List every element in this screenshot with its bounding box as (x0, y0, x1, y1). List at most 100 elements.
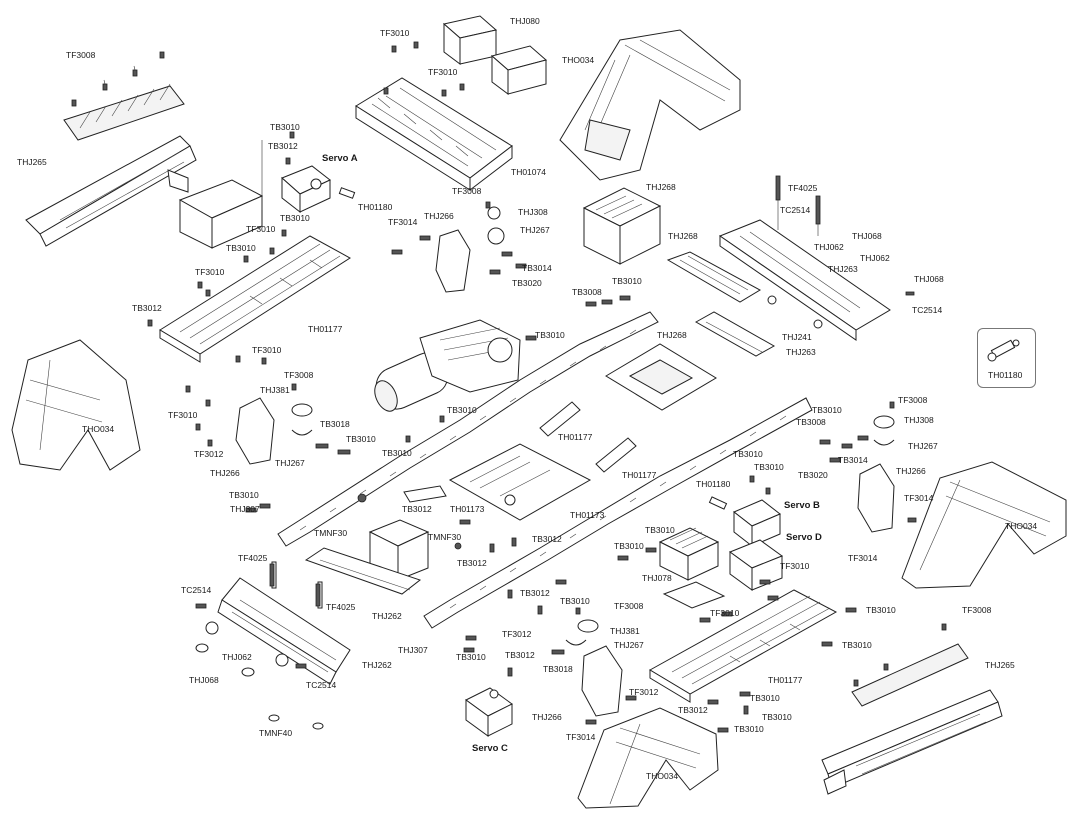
skid-plate-th01177-right (649, 589, 838, 703)
cross-member-th01177-a (539, 401, 581, 437)
part-label-thj267-d: THJ267 (614, 640, 644, 650)
part-label-tb3020-b: TB3020 (798, 470, 828, 480)
part-label-tb3010-o: TB3010 (560, 596, 590, 606)
part-label-tb3010-i: TB3010 (382, 448, 412, 458)
part-label-thj062-b: THJ062 (860, 253, 890, 263)
part-label-tb3010-q: TB3010 (842, 640, 872, 650)
part-label-tb3012-b: TB3012 (132, 303, 162, 313)
part-label-thj381-b: THJ381 (610, 626, 640, 636)
part-label-thj268-c: THJ268 (657, 330, 687, 340)
part-label-tf3010-c: TF3010 (246, 224, 276, 234)
bumper-thj263 (718, 190, 891, 341)
part-label-th01173-b: TH01173 (570, 510, 605, 520)
part-label-tf3014-c: TF3014 (848, 553, 878, 563)
part-label-thj241: THJ241 (782, 332, 812, 342)
part-label-thj265-b: THJ265 (985, 660, 1015, 670)
part-label-tb3012-a: TB3012 (268, 141, 298, 151)
part-label-servo-b: Servo B (784, 500, 820, 511)
part-label-tf3014-b: TF3014 (904, 493, 934, 503)
part-label-thj267-b: THJ267 (275, 458, 305, 468)
part-label-tb3008-b: TB3008 (796, 417, 826, 427)
part-label-tb3010-u: TB3010 (734, 724, 764, 734)
fuse-th01180 (708, 496, 728, 510)
part-label-thj080: THJ080 (510, 16, 540, 26)
part-label-tf3012-b: TF3012 (502, 629, 532, 639)
part-label-tho034-a: THO034 (562, 55, 595, 65)
chassis-rail-left (277, 311, 659, 547)
part-label-thj263-a: THJ263 (828, 264, 858, 274)
part-label-thj062-c: THJ062 (222, 652, 252, 662)
part-label-thj266-c: THJ266 (896, 466, 926, 476)
part-label-tf3008-c: TF3008 (284, 370, 314, 380)
part-label-thj062-a: THJ062 (814, 242, 844, 252)
part-label-tb3008-a: TB3008 (572, 287, 602, 297)
battery-tray-th01074 (355, 77, 513, 192)
part-label-servo-c: Servo C (472, 743, 508, 754)
part-label-thj263-b: THJ263 (786, 347, 816, 357)
electronics-box-thj268 (582, 187, 662, 265)
part-label-th01177-a: TH01177 (308, 324, 343, 334)
part-label-tf3012-a: TF3012 (194, 449, 224, 459)
part-label-tf4025-c: TF4025 (326, 602, 356, 612)
bumper-mount-thj262-top (304, 547, 422, 595)
part-label-thj262-b: THJ262 (362, 660, 392, 670)
part-label-tf4025-a: TF4025 (788, 183, 818, 193)
bumper-mount-thj263 (694, 311, 776, 357)
part-label-tb3014-a: TB3014 (522, 263, 552, 273)
part-label-tf3010-f: TF3010 (168, 410, 198, 420)
part-label-tb3010-p: TB3010 (866, 605, 896, 615)
shackle-thj062 (195, 621, 289, 677)
part-label-tf4025-b: TF4025 (238, 553, 268, 563)
part-label-tf3014-d: TF3014 (566, 732, 596, 742)
esc-thj078 (658, 527, 726, 609)
part-label-tb3010-a: TB3010 (270, 122, 300, 132)
motor-transmission (374, 319, 521, 412)
part-label-tb3012-f: TB3012 (520, 588, 550, 598)
part-label-tf3008-b: TF3008 (452, 186, 482, 196)
part-label-tb3010-s: TB3010 (750, 693, 780, 703)
part-label-tb3010-m: TB3010 (645, 525, 675, 535)
part-label-tb3014-b: TB3014 (838, 455, 868, 465)
fuse-inset-art (987, 339, 1020, 362)
part-label-tb3010-g: TB3010 (812, 405, 842, 415)
inset-label: TH01180 (988, 370, 1023, 380)
part-label-tb3010-l: TB3010 (229, 490, 259, 500)
part-label-tf3012-c: TF3012 (629, 687, 659, 697)
part-label-tb3010-n: TB3010 (614, 541, 644, 551)
part-label-tf3008-d: TF3008 (898, 395, 928, 405)
part-label-tf3014-a: TF3014 (388, 217, 418, 227)
part-label-tf3010-h: TF3010 (710, 608, 740, 618)
part-label-tb3010-h: TB3010 (346, 434, 376, 444)
fuse-inset-box: TH01180 (977, 328, 1036, 388)
center-crossmember-th01173 (403, 443, 592, 521)
part-label-thj268-b: THJ268 (668, 231, 698, 241)
part-label-thj068-c: THJ068 (189, 675, 219, 685)
part-label-tb3010-k: TB3010 (754, 462, 784, 472)
part-label-tmnf40: TMNF40 (259, 728, 293, 738)
part-label-tb3018-b: TB3018 (543, 664, 573, 674)
part-label-thj262-a: THJ262 (372, 611, 402, 621)
part-label-tb3010-c: TB3010 (226, 243, 256, 253)
part-label-thj068-a: THJ068 (852, 231, 882, 241)
part-label-tb3012-g: TB3012 (505, 650, 535, 660)
part-label-thj068-b: THJ068 (914, 274, 944, 284)
nut-tmnf40 (268, 714, 324, 730)
part-label-tc2514-c: TC2514 (181, 585, 212, 595)
part-label-tc2514-d: TC2514 (306, 680, 337, 690)
part-label-tf3008-f: TF3008 (962, 605, 992, 615)
cross-member-th01177-b (595, 437, 637, 473)
part-label-tf3008-a: TF3008 (66, 50, 96, 60)
part-label-tho034-c: THO034 (1005, 521, 1038, 531)
shock-mount-thj266-left (235, 397, 313, 465)
screws (71, 41, 947, 733)
skid-plate-th01177-left (159, 235, 351, 363)
part-label-tb3010-r: TB3010 (456, 652, 486, 662)
part-label-tb3010-f: TB3010 (447, 405, 477, 415)
shock-mount-thj266-right (857, 415, 895, 533)
part-label-thj267-c: THJ267 (908, 441, 938, 451)
side-step-thj265-bottom (821, 643, 1003, 795)
part-label-thj381-a: THJ381 (260, 385, 290, 395)
part-label-tb3010-t: TB3010 (762, 712, 792, 722)
part-label-tf3010-g: TF3010 (780, 561, 810, 571)
